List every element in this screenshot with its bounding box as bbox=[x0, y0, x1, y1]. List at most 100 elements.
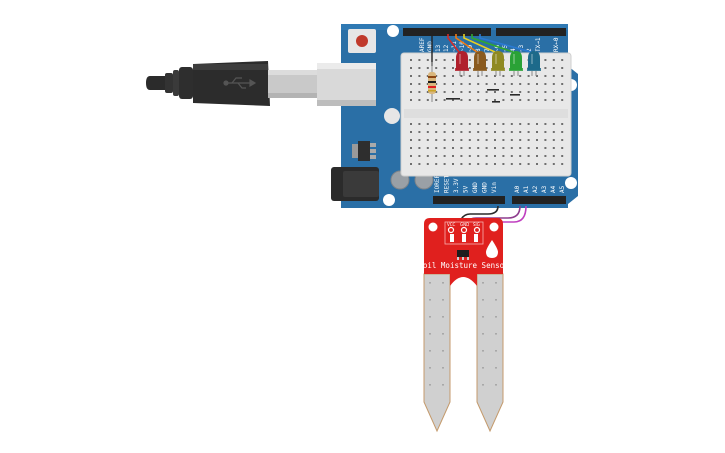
led-group bbox=[455, 51, 541, 76]
breadboard-hole bbox=[519, 83, 522, 85]
breadboard-jumper bbox=[487, 89, 499, 91]
analog-pin-label: A1 bbox=[523, 185, 530, 193]
breadboard-hole bbox=[561, 123, 564, 125]
breadboard-hole bbox=[536, 155, 538, 157]
breadboard-hole bbox=[460, 163, 463, 165]
breadboard-jumper bbox=[492, 101, 500, 103]
breadboard-hole bbox=[510, 83, 513, 85]
probe-contact-dot bbox=[482, 299, 484, 301]
breadboard-hole bbox=[485, 155, 488, 157]
breadboard-hole bbox=[494, 99, 496, 101]
soil-moisture-sensor[interactable]: VCC GND SIG Soil Moisture Sensor bbox=[418, 218, 509, 433]
led[interactable] bbox=[491, 51, 505, 76]
resistor[interactable] bbox=[428, 62, 436, 102]
breadboard-hole bbox=[502, 163, 505, 165]
breadboard-hole bbox=[435, 91, 438, 93]
breadboard-hole bbox=[536, 131, 538, 133]
breadboard-hole bbox=[410, 155, 412, 157]
breadboard-hole bbox=[561, 155, 564, 157]
breadboard-hole bbox=[426, 139, 429, 141]
breadboard-hole bbox=[536, 123, 538, 125]
led[interactable] bbox=[527, 51, 541, 76]
breadboard-hole bbox=[544, 67, 547, 69]
breadboard-hole bbox=[561, 59, 564, 61]
sensor-pin-label: VCC bbox=[447, 222, 456, 227]
breadboard-hole bbox=[502, 155, 505, 157]
power-pin-label: RESET bbox=[444, 175, 451, 193]
breadboard-hole bbox=[410, 75, 412, 77]
breadboard-hole bbox=[418, 155, 421, 157]
breadboard-hole bbox=[418, 67, 421, 69]
breadboard-hole bbox=[410, 139, 412, 141]
probe-contact-dot bbox=[442, 384, 444, 386]
digital-pin-label: 2 bbox=[526, 48, 533, 52]
led[interactable] bbox=[455, 51, 469, 76]
probe-contact-dot bbox=[429, 350, 431, 352]
breadboard-hole bbox=[435, 99, 438, 101]
sensor-pin-block: VCC GND SIG bbox=[444, 221, 484, 245]
digital-pin-label: 7 bbox=[484, 48, 491, 52]
breadboard-hole bbox=[536, 139, 538, 141]
breadboard-jumper bbox=[510, 94, 520, 96]
digital-pin-label: AREF bbox=[419, 37, 426, 52]
breadboard-hole bbox=[477, 91, 480, 93]
power-pin-label: IOREF bbox=[434, 175, 441, 193]
probe-contact-dot bbox=[442, 333, 444, 335]
breadboard-hole bbox=[435, 139, 438, 141]
breadboard-hole bbox=[410, 123, 412, 125]
breadboard-hole bbox=[418, 163, 421, 165]
analog-pin-label: A3 bbox=[541, 185, 548, 193]
breadboard-hole bbox=[527, 147, 530, 149]
usb-cable[interactable] bbox=[146, 61, 318, 106]
breadboard-hole bbox=[468, 147, 471, 149]
breadboard-hole bbox=[443, 155, 446, 157]
breadboard-hole bbox=[426, 131, 429, 133]
breadboard-hole bbox=[536, 163, 538, 165]
breadboard-hole bbox=[544, 163, 547, 165]
probe-contact-dot bbox=[495, 299, 497, 301]
breadboard-hole bbox=[552, 123, 555, 125]
breadboard-hole bbox=[536, 83, 538, 85]
breadboard-hole bbox=[502, 147, 505, 149]
breadboard-hole bbox=[519, 99, 522, 101]
breadboard-hole bbox=[510, 163, 513, 165]
breadboard-hole bbox=[477, 131, 480, 133]
digital-pin-label: TX→1 bbox=[535, 37, 542, 52]
breadboard-hole bbox=[527, 131, 530, 133]
breadboard-hole bbox=[552, 59, 555, 61]
breadboard-hole bbox=[519, 147, 522, 149]
reset-button[interactable] bbox=[348, 29, 376, 53]
probe-contact-dot bbox=[495, 333, 497, 335]
breadboard-hole bbox=[510, 147, 513, 149]
breadboard-hole bbox=[527, 139, 530, 141]
breadboard-hole bbox=[452, 91, 454, 93]
breadboard-hole bbox=[502, 91, 505, 93]
breadboard-hole bbox=[552, 91, 555, 93]
led[interactable] bbox=[509, 51, 523, 76]
breadboard-hole bbox=[502, 139, 505, 141]
breadboard-hole bbox=[460, 75, 463, 77]
breadboard-hole bbox=[460, 123, 463, 125]
breadboard-hole bbox=[527, 83, 530, 85]
probe-contact-dot bbox=[429, 384, 431, 386]
probe-contact-dot bbox=[495, 282, 497, 284]
digital-header bbox=[403, 28, 566, 36]
breadboard-hole bbox=[426, 75, 429, 77]
breadboard[interactable] bbox=[400, 52, 572, 177]
breadboard-hole bbox=[452, 83, 454, 85]
breadboard-hole bbox=[502, 131, 505, 133]
breadboard-hole bbox=[468, 75, 471, 77]
probe-contact-dot bbox=[442, 316, 444, 318]
breadboard-hole bbox=[435, 67, 438, 69]
led[interactable] bbox=[473, 51, 487, 76]
breadboard-hole bbox=[552, 131, 555, 133]
breadboard-hole bbox=[460, 147, 463, 149]
breadboard-hole bbox=[552, 147, 555, 149]
breadboard-hole bbox=[510, 99, 513, 101]
breadboard-hole bbox=[443, 59, 446, 61]
breadboard-hole bbox=[544, 131, 547, 133]
breadboard-hole bbox=[527, 163, 530, 165]
breadboard-hole bbox=[443, 83, 446, 85]
